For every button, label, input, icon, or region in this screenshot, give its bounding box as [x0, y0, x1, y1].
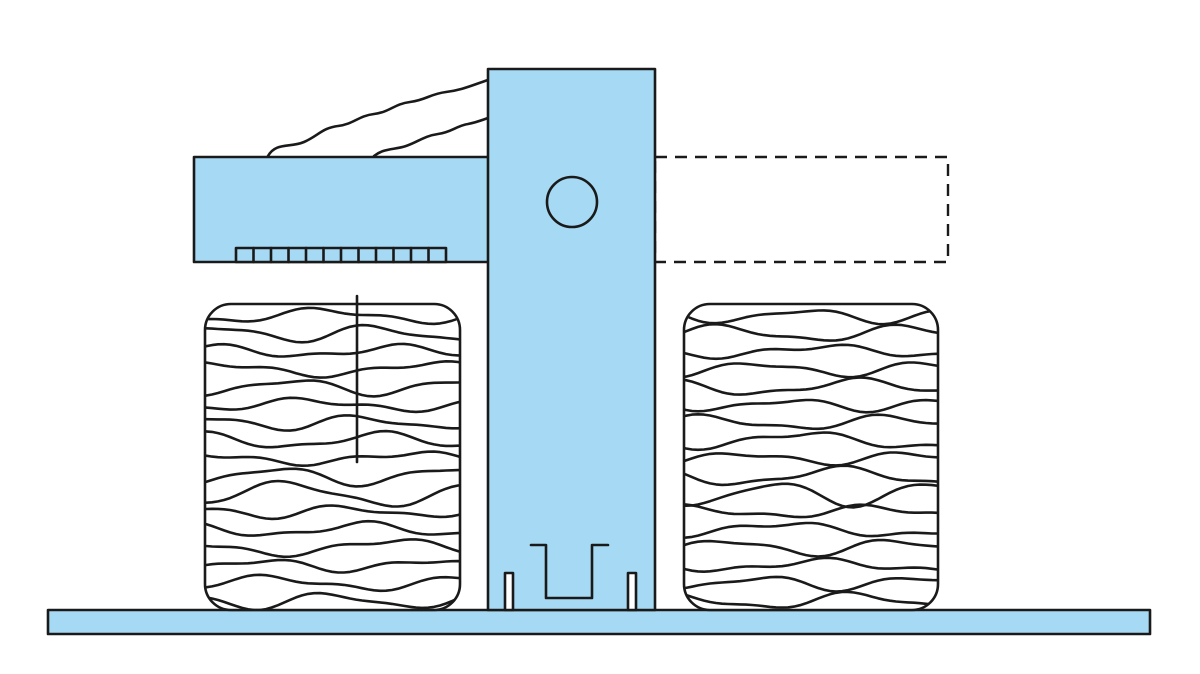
pivot-hole: [545, 175, 599, 229]
horizontal-arm: [192, 155, 492, 264]
texture-line: [206, 429, 459, 449]
texture-line: [685, 590, 937, 609]
texture-line: [685, 575, 937, 593]
texture-line: [206, 519, 459, 537]
slot-bracket-channel: [529, 543, 610, 600]
base-plate: [46, 608, 1152, 636]
cable-strand-upper: [266, 78, 490, 158]
cable-strand-lower: [372, 116, 490, 158]
slot-bracket-right-pin: [626, 571, 638, 612]
texture-line: [685, 538, 937, 558]
texture-line: [206, 538, 459, 559]
texture-line: [206, 591, 459, 609]
texture-line: [206, 379, 459, 398]
texture-line: [206, 396, 459, 414]
slot-bracket: [503, 543, 638, 612]
texture-line: [685, 361, 937, 379]
texture-line: [685, 343, 937, 361]
left-block: [203, 294, 462, 612]
texture-line: [685, 413, 937, 431]
texture-line: [206, 414, 459, 432]
slot-bracket-left-pin: [503, 571, 515, 612]
right-block: [682, 302, 940, 612]
texture-line: [685, 398, 937, 414]
texture-line: [685, 308, 937, 326]
arm-comb-teeth: [234, 246, 448, 264]
texture-line: [685, 431, 937, 452]
texture-line: [206, 306, 459, 326]
texture-line: [206, 342, 459, 358]
texture-line: [206, 360, 459, 379]
texture-line: [206, 479, 459, 508]
texture-line: [206, 467, 459, 488]
texture-line: [685, 451, 937, 467]
texture-line: [685, 322, 937, 342]
texture-line: [206, 573, 459, 593]
texture-line: [206, 450, 459, 467]
vertical-post: [486, 67, 657, 612]
texture-line: [685, 503, 937, 519]
vertical-post-body: [486, 67, 657, 612]
texture-line: [206, 504, 459, 521]
horizontal-arm-body: [192, 155, 492, 264]
cable: [266, 78, 490, 158]
texture-line: [685, 521, 937, 540]
texture-line: [206, 558, 459, 574]
texture-line: [685, 464, 937, 487]
texture-line: [206, 323, 459, 344]
texture-line: [685, 482, 937, 509]
arm-ghost-position: [653, 155, 950, 264]
texture-line: [685, 376, 937, 396]
right-block-texture: [685, 308, 937, 609]
left-block-texture: [206, 306, 459, 609]
texture-line: [685, 556, 937, 573]
